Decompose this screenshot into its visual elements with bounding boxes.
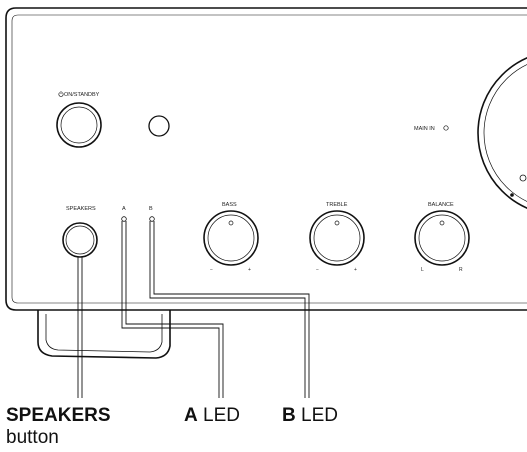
treble-knob[interactable] <box>309 210 365 266</box>
bass-min-label: − <box>210 267 213 273</box>
main-in-led <box>443 125 449 131</box>
bass-max-label: + <box>248 267 251 273</box>
volume-knob[interactable] <box>477 51 527 215</box>
b-led-callout-text: LED <box>301 405 338 426</box>
power-button[interactable] <box>56 102 102 148</box>
speakers-callout-bold: SPEAKERS <box>6 405 111 426</box>
led-a <box>121 216 127 222</box>
balance-right-label: R <box>459 267 463 273</box>
a-led-callout-text: LED <box>203 405 240 426</box>
led-b-label: B <box>149 206 153 212</box>
bass-knob[interactable] <box>203 210 259 266</box>
speakers-button-callout: SPEAKERS button <box>6 405 111 449</box>
b-led-callout-bold: B <box>282 405 296 426</box>
speakers-label: SPEAKERS <box>66 206 96 212</box>
treble-label: TREBLE <box>326 202 348 208</box>
a-led-callout: A LED <box>184 405 240 427</box>
treble-min-label: − <box>316 267 319 273</box>
a-led-callout-bold: A <box>184 405 198 426</box>
treble-max-label: + <box>354 267 357 273</box>
amplifier-foot-inner <box>45 314 163 353</box>
front-panel-inner-edge <box>11 14 527 304</box>
power-label: ON/STANDBY <box>64 92 100 98</box>
speakers-leader-line <box>77 257 83 398</box>
b-led-leader-line <box>149 221 310 398</box>
led-a-label: A <box>122 206 126 212</box>
power-icon <box>58 91 64 97</box>
volume-dot <box>510 193 514 197</box>
balance-knob[interactable] <box>414 210 470 266</box>
balance-label: BALANCE <box>428 202 454 208</box>
bass-label: BASS <box>222 202 237 208</box>
front-panel <box>5 7 527 311</box>
b-led-callout: B LED <box>282 405 338 427</box>
main-in-label: MAIN IN <box>414 126 435 132</box>
speakers-callout-text: button <box>6 427 59 448</box>
a-led-leader-line <box>121 221 224 398</box>
led-b <box>149 216 155 222</box>
remote-sensor <box>148 115 170 137</box>
speakers-button[interactable] <box>62 222 98 258</box>
balance-left-label: L <box>421 267 424 273</box>
amplifier-foot <box>37 310 171 359</box>
